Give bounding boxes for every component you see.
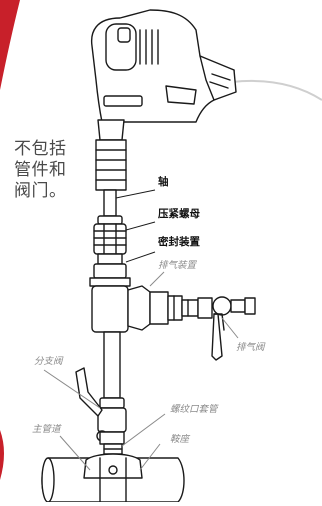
label-shaft: 轴 <box>158 176 169 188</box>
leader-shaft <box>115 189 156 199</box>
leader-exhaust-valve <box>221 317 239 339</box>
leader-saddle <box>139 443 161 471</box>
power-cable <box>231 79 322 101</box>
label-saddle: 鞍座 <box>170 434 190 445</box>
label-threaded-sleeve: 螺纹口套管 <box>170 404 218 415</box>
label-branch-valve: 分支阀 <box>34 356 63 367</box>
leader-compression-nut <box>125 221 156 231</box>
leader-exhaust-device <box>149 271 165 287</box>
compression-nut <box>93 215 127 255</box>
branch-pipe <box>99 331 125 409</box>
leader-threaded-sleeve <box>121 413 166 447</box>
scope-note-line-2: 管件和 <box>14 160 67 180</box>
leader-branch-valve <box>43 369 101 409</box>
shaft <box>103 189 117 217</box>
red-corner-accent-bottom <box>0 430 4 480</box>
power-drill <box>90 9 237 191</box>
scope-note-line-1: 不包括 <box>14 139 67 159</box>
branch-valve <box>75 367 127 445</box>
red-corner-accent-top <box>0 0 20 90</box>
exhaust-valve <box>197 296 256 361</box>
seal-assembly <box>89 253 131 287</box>
label-exhaust-device: 排气装置 <box>158 260 197 271</box>
leader-main-pipe <box>59 435 91 471</box>
saddle <box>83 453 143 503</box>
label-compression-nut: 压紧螺母 <box>158 208 200 220</box>
leader-seal-assembly <box>125 251 156 263</box>
exhaust-device <box>91 285 199 333</box>
label-seal-assembly: 密封装置 <box>158 236 200 248</box>
label-main-pipe: 主管道 <box>32 424 61 435</box>
scope-note-line-3: 阀门。 <box>14 181 67 201</box>
label-exhaust-valve: 排气阀 <box>236 342 265 353</box>
scope-note: 不包括 管件和 阀门。 <box>14 139 78 202</box>
